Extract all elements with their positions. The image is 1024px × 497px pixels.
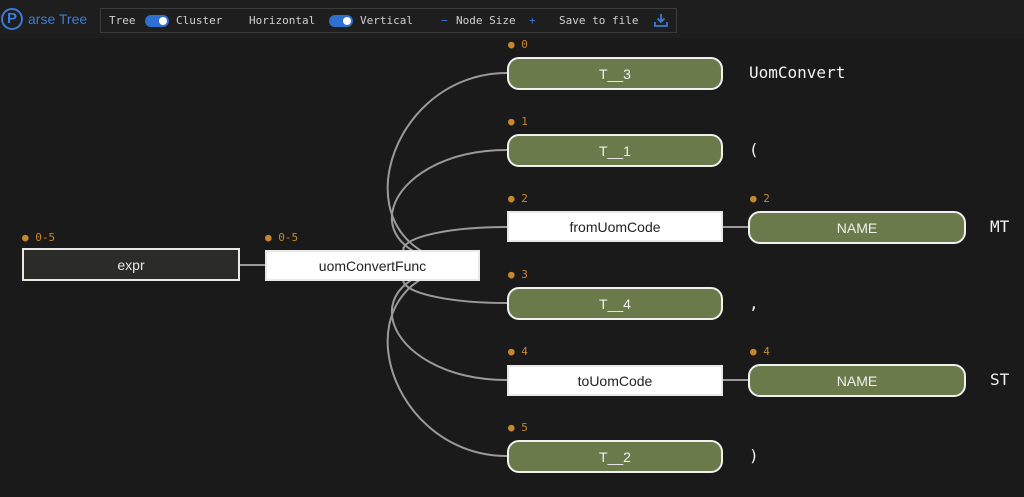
leaf-text: ST (990, 370, 1010, 389)
node-t4[interactable]: T__4 (507, 287, 723, 320)
edge-func-t1 (390, 149, 508, 266)
leaf-text: ( (749, 140, 759, 159)
leaf-text: , (749, 294, 759, 313)
node-name[interactable]: NAME (748, 364, 966, 397)
node-index: ● 2 (750, 192, 770, 205)
orientation-toggle[interactable] (329, 15, 353, 27)
node-t1[interactable]: T__1 (507, 134, 723, 167)
node-index: ● 4 (508, 345, 528, 358)
node-size-decrease-button[interactable]: − (441, 14, 448, 27)
node-fromuomcode[interactable]: fromUomCode (507, 211, 723, 242)
tree-cluster-toggle[interactable] (145, 15, 169, 27)
parse-tree-logo-icon: P (1, 8, 23, 30)
edge-func-t2 (386, 264, 508, 457)
leaf-text: ) (749, 446, 759, 465)
save-to-file-button[interactable]: Save to file (559, 14, 639, 27)
node-index: ● 0-5 (22, 231, 56, 244)
node-index: ● 0-5 (265, 231, 299, 244)
node-index: ● 2 (508, 192, 528, 205)
node-size-increase-button[interactable]: + (529, 14, 536, 27)
cluster-label: Cluster (176, 14, 223, 27)
app-title: arse Tree (28, 11, 88, 27)
leaf-text: MT (990, 217, 1010, 236)
toolbar: Tree Cluster Horizontal Vertical − Node … (100, 8, 677, 33)
node-index: ● 3 (508, 268, 528, 281)
leaf-text: UomConvert (749, 63, 846, 82)
node-uomconvertfunc[interactable]: uomConvertFunc (265, 250, 480, 281)
vertical-label: Vertical (360, 14, 413, 27)
node-size-label: Node Size (456, 14, 516, 27)
node-expr[interactable]: expr (22, 248, 240, 281)
edge-func-to (390, 264, 508, 381)
node-index: ● 0 (508, 38, 528, 51)
top-bar: P arse Tree Tree Cluster Horizontal Vert… (0, 0, 1024, 38)
node-t2[interactable]: T__2 (507, 440, 723, 473)
node-index: ● 1 (508, 115, 528, 128)
horizontal-label: Horizontal (249, 14, 316, 27)
node-name[interactable]: NAME (748, 211, 966, 244)
node-index: ● 4 (750, 345, 770, 358)
edge-func-t3 (386, 72, 508, 266)
node-touomcode[interactable]: toUomCode (507, 365, 723, 396)
node-t3[interactable]: T__3 (507, 57, 723, 90)
tree-label: Tree (109, 14, 136, 27)
node-index: ● 5 (508, 421, 528, 434)
download-icon[interactable] (653, 12, 669, 31)
